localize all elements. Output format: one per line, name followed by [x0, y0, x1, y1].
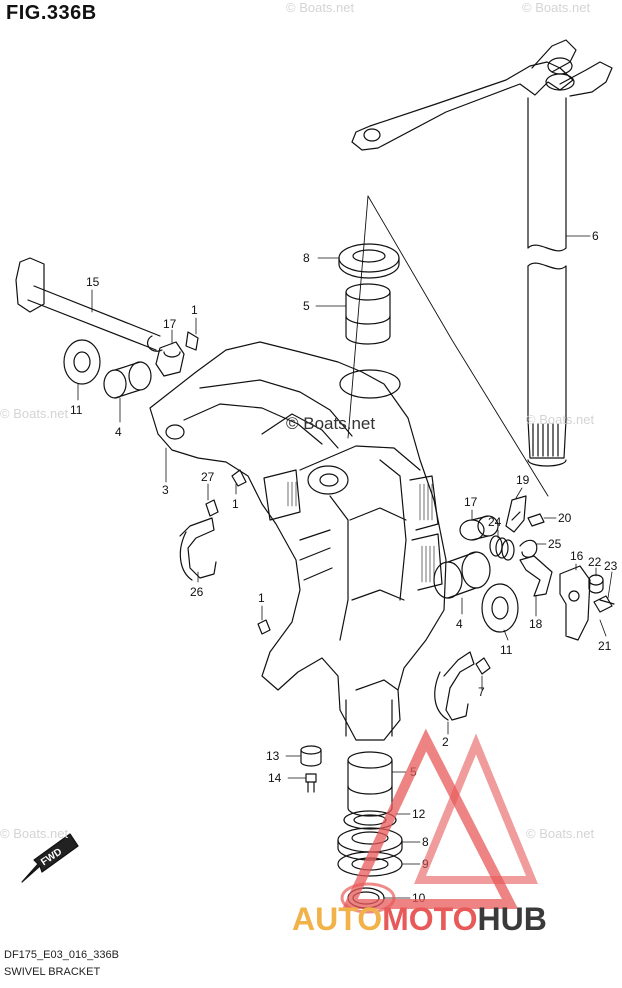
- callout-5a: 5: [303, 299, 310, 313]
- callout-27: 27: [201, 470, 215, 484]
- callout-11a: 11: [70, 403, 83, 417]
- bolt-part-20: [527, 513, 545, 527]
- callout-21: 21: [598, 639, 612, 653]
- callout-16: 16: [570, 549, 584, 563]
- brand-part-auto: AUTO: [292, 901, 383, 937]
- tilt-tube-part-15: [15, 257, 163, 352]
- nut-part-22: [588, 574, 604, 594]
- callout-8b: 8: [422, 835, 429, 849]
- watermark-text: © Boats.net: [522, 0, 591, 15]
- callout-7: 7: [478, 685, 485, 699]
- figure-title: FIG.336B: [6, 2, 97, 24]
- stopper-bracket-part-16: [559, 565, 591, 641]
- callout-19: 19: [516, 473, 530, 487]
- callout-20: 20: [558, 511, 572, 525]
- swivel-bracket-body: [149, 341, 447, 741]
- watermark-text: © Boats.net: [286, 0, 355, 15]
- thrust-washer-part-8-upper: [338, 243, 400, 279]
- ground-cable-part-2: [434, 651, 475, 721]
- lever-part-18: [519, 555, 553, 597]
- watermark-center-text: © Boats.net: [286, 414, 376, 433]
- figure-name: SWIVEL BRACKET: [4, 966, 101, 978]
- brand-part-hub: HUB: [477, 901, 547, 937]
- bushing-part-5-upper: [345, 283, 391, 345]
- callout-12: 12: [412, 807, 426, 821]
- callout-25: 25: [548, 537, 562, 551]
- brand-part-moto: MOTO: [382, 901, 478, 937]
- callout-23: 23: [604, 559, 618, 573]
- bushing-part-4-right: [433, 551, 491, 599]
- bushing-part-5-lower: [347, 751, 393, 817]
- callout-4b: 4: [456, 617, 463, 631]
- callout-numbers: 15 1 17 11 4 3 27 1 26 1 8 5 6 19 20 17 …: [70, 229, 618, 905]
- callout-11b: 11: [500, 643, 513, 657]
- callout-24: 24: [488, 515, 502, 529]
- steering-shaft-part-6: [351, 39, 613, 467]
- bolt-part-14: [305, 773, 317, 793]
- cap-part-13: [300, 745, 322, 767]
- brand-triangle-logo: [340, 728, 538, 914]
- grip-texture: [287, 481, 435, 583]
- callout-8a: 8: [303, 251, 310, 265]
- watermark-text: © Boats.net: [0, 826, 69, 841]
- brand-wordmark: AUTOMOTOHUB: [292, 901, 547, 938]
- callout-13: 13: [266, 749, 280, 763]
- callout-17b: 17: [464, 495, 478, 509]
- callout-22: 22: [588, 555, 602, 569]
- spring-part-24: [489, 535, 515, 561]
- callout-4a: 4: [115, 425, 122, 439]
- watermark-text: © Boats.net: [526, 412, 595, 427]
- callout-2: 2: [442, 735, 449, 749]
- callout-18: 18: [529, 617, 543, 631]
- washer-part-11-left: [63, 339, 101, 385]
- plate-part-19: [505, 495, 527, 533]
- leader-lines: [77, 235, 613, 899]
- callout-6: 6: [592, 229, 599, 243]
- callout-1c: 1: [258, 591, 265, 605]
- callout-26: 26: [190, 585, 204, 599]
- callout-17a: 17: [163, 317, 177, 331]
- ground-cable-part-26: [179, 517, 217, 581]
- bushing-part-4-left: [103, 361, 152, 399]
- callout-14: 14: [268, 771, 282, 785]
- callout-15: 15: [86, 275, 100, 289]
- pin-part-23: [593, 595, 615, 613]
- washer-part-11-right: [481, 583, 519, 633]
- callout-1b: 1: [232, 497, 239, 511]
- callout-3: 3: [162, 483, 169, 497]
- figure-code: DF175_E03_016_336B: [4, 949, 119, 961]
- fwd-arrow: [21, 833, 79, 883]
- watermark-text: © Boats.net: [0, 406, 69, 421]
- clip-part-25: [519, 539, 538, 558]
- bushing-part-17-left: [155, 341, 185, 377]
- watermark-text: © Boats.net: [526, 826, 595, 841]
- callout-1a: 1: [191, 303, 198, 317]
